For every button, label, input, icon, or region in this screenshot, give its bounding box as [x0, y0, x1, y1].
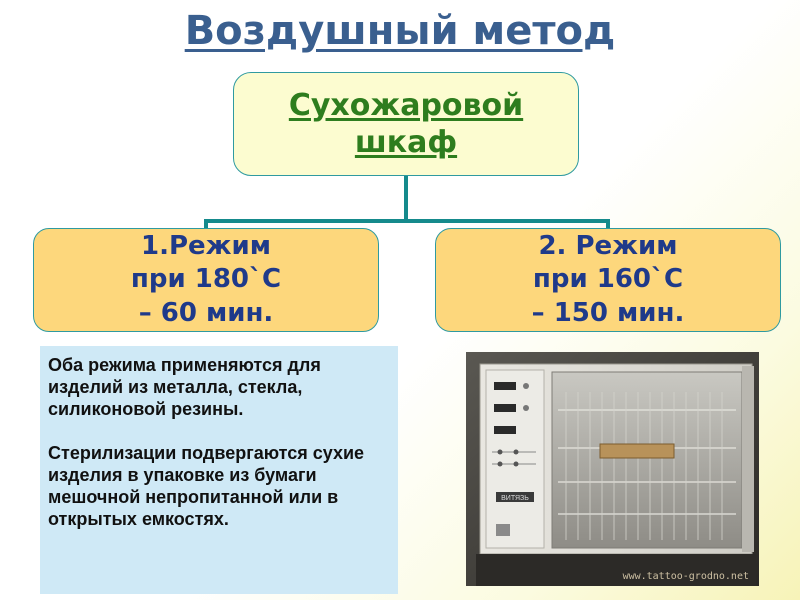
oven-illustration: ВИТЯЗЬ — [466, 352, 759, 586]
info-note: Оба режима применяются для изделий из ме… — [40, 346, 398, 594]
connector-right-drop — [606, 219, 610, 229]
connector-vertical — [404, 176, 408, 220]
root-node-dry-heat-cabinet: Сухожаровой шкаф — [233, 72, 579, 176]
photo-watermark: www.tattoo-grodno.net — [622, 571, 749, 582]
oven-photo: ВИТЯЗЬ www.tattoo-grodno.net — [466, 352, 759, 586]
mode-node-1: 1.Режим при 180`С – 60 мин. — [33, 228, 379, 332]
connector-left-drop — [204, 219, 208, 229]
oven-brand-label: ВИТЯЗЬ — [501, 495, 529, 502]
connector-horizontal — [204, 219, 610, 223]
mode-node-1-label: 1.Режим при 180`С – 60 мин. — [130, 231, 282, 328]
mode-node-2-label: 2. Режим при 160`С – 150 мин. — [531, 231, 685, 328]
page-title: Воздушный метод — [184, 8, 616, 54]
note-paragraph-2: Стерилизации подвергаются сухие изделия … — [48, 443, 365, 529]
note-paragraph-1: Оба режима применяются для изделий из ме… — [48, 355, 321, 419]
root-node-label: Сухожаровой шкаф — [288, 87, 524, 161]
mode-node-2: 2. Режим при 160`С – 150 мин. — [435, 228, 781, 332]
